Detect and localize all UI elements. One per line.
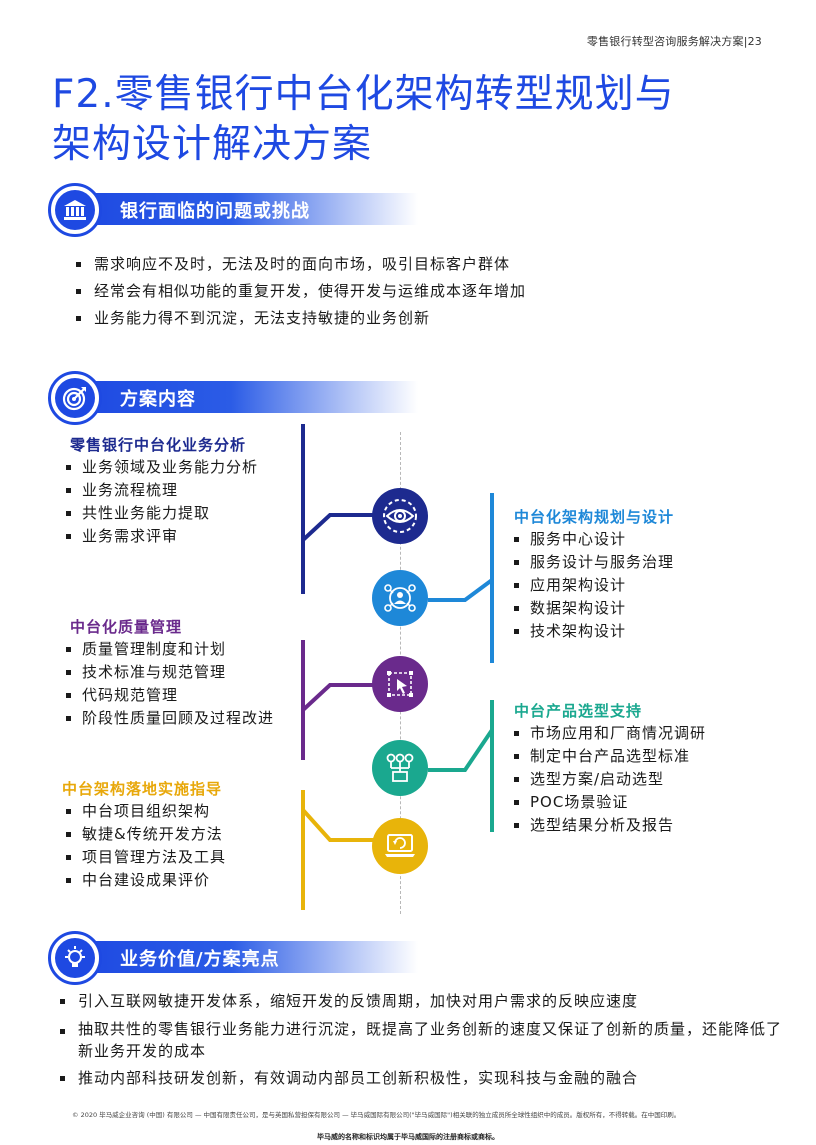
list-item: 应用架构设计 xyxy=(512,574,772,597)
section-title-problems: 银行面临的问题或挑战 xyxy=(120,201,310,222)
page-title: F2.零售银行中台化架构转型规划与 架构设计解决方案 xyxy=(52,70,772,170)
list-item: 抽取共性的零售银行业务能力进行沉淀，既提高了业务创新的速度又保证了创新的质量，还… xyxy=(58,1018,788,1062)
page-title-line-1: F2.零售银行中台化架构转型规划与 xyxy=(52,72,675,117)
connector-teal xyxy=(490,700,494,832)
connector-elbows xyxy=(301,513,494,842)
group-list-business-analysis: 业务领域及业务能力分析 业务流程梳理 共性业务能力提取 业务需求评审 xyxy=(64,456,294,548)
list-item: 业务能力得不到沉淀，无法支持敏捷的业务创新 xyxy=(74,305,774,332)
list-item: POC场景验证 xyxy=(512,791,782,814)
section-banner-problems: 银行面临的问题或挑战 xyxy=(48,183,428,237)
group-title-quality-management: 中台化质量管理 xyxy=(70,618,183,636)
list-item: 阶段性质量回顾及过程改进 xyxy=(64,707,290,730)
list-item: 中台项目组织架构 xyxy=(64,800,294,823)
group-list-product-selection: 市场应用和厂商情况调研 制定中台产品选型标准 选型方案/启动选型 POC场景验证… xyxy=(512,722,782,837)
connector-lightblue xyxy=(490,493,494,663)
connector-yellow xyxy=(301,790,305,910)
group-list-architecture-design: 服务中心设计 服务设计与服务治理 应用架构设计 数据架构设计 技术架构设计 xyxy=(512,528,772,643)
page-title-line-2: 架构设计解决方案 xyxy=(52,122,373,167)
list-item: 选型方案/启动选型 xyxy=(512,768,782,791)
person-network-icon xyxy=(372,570,428,626)
section-title-value: 业务价值/方案亮点 xyxy=(120,949,280,970)
section-banner-solution: 方案内容 xyxy=(48,371,428,425)
problems-list: 需求响应不及时，无法及时的面向市场，吸引目标客户群体 经常会有相似功能的重复开发… xyxy=(74,251,774,332)
cursor-select-icon xyxy=(372,656,428,712)
list-item: 推动内部科技研发创新，有效调动内部员工创新积极性，实现科技与金融的融合 xyxy=(58,1065,788,1092)
connector-purple xyxy=(301,640,305,760)
list-item: 引入互联网敏捷开发体系，缩短开发的反馈周期，加快对用户需求的反映应速度 xyxy=(58,988,788,1015)
list-item: 选型结果分析及报告 xyxy=(512,814,782,837)
list-item: 中台建设成果评价 xyxy=(64,869,294,892)
list-item: 质量管理制度和计划 xyxy=(64,638,290,661)
copyright-note: © 2020 毕马威企业咨询 (中国) 有限公司 — 中国有限责任公司，是与英国… xyxy=(72,1111,681,1119)
list-item: 服务中心设计 xyxy=(512,528,772,551)
eye-gear-icon xyxy=(372,488,428,544)
list-item: 项目管理方法及工具 xyxy=(64,846,294,869)
list-item: 制定中台产品选型标准 xyxy=(512,745,782,768)
section-banner-value: 业务价值/方案亮点 xyxy=(48,931,428,985)
list-item: 数据架构设计 xyxy=(512,597,772,620)
list-item: 代码规范管理 xyxy=(64,684,290,707)
list-item: 业务流程梳理 xyxy=(64,479,294,502)
trademark-note: 毕马威的名称和标识均属于毕马威国际的注册商标或商标。 xyxy=(317,1133,499,1141)
group-title-architecture-design: 中台化架构规划与设计 xyxy=(514,508,675,526)
list-item: 技术标准与规范管理 xyxy=(64,661,290,684)
group-title-business-analysis: 零售银行中台化业务分析 xyxy=(70,436,247,454)
section-title-solution: 方案内容 xyxy=(120,389,196,410)
list-item: 业务领域及业务能力分析 xyxy=(64,456,294,479)
running-header: 零售银行转型咨询服务解决方案|23 xyxy=(586,35,762,48)
group-list-implementation-guidance: 中台项目组织架构 敏捷&传统开发方法 项目管理方法及工具 中台建设成果评价 xyxy=(64,800,294,892)
target-icon xyxy=(55,378,95,418)
group-list-quality-management: 质量管理制度和计划 技术标准与规范管理 代码规范管理 阶段性质量回顾及过程改进 xyxy=(64,638,290,730)
bank-icon xyxy=(55,190,95,230)
network-tree-icon xyxy=(372,740,428,796)
value-list: 引入互联网敏捷开发体系，缩短开发的反馈周期，加快对用户需求的反映应速度 抽取共性… xyxy=(58,988,788,1092)
list-item: 技术架构设计 xyxy=(512,620,772,643)
list-item: 服务设计与服务治理 xyxy=(512,551,772,574)
list-item: 需求响应不及时，无法及时的面向市场，吸引目标客户群体 xyxy=(74,251,774,278)
group-title-implementation-guidance: 中台架构落地实施指导 xyxy=(62,780,223,798)
list-item: 业务需求评审 xyxy=(64,525,294,548)
group-title-product-selection: 中台产品选型支持 xyxy=(514,702,643,720)
list-item: 经常会有相似功能的重复开发，使得开发与运维成本逐年增加 xyxy=(74,278,774,305)
lightbulb-icon xyxy=(55,938,95,978)
list-item: 共性业务能力提取 xyxy=(64,502,294,525)
list-item: 敏捷&传统开发方法 xyxy=(64,823,294,846)
connector-blue xyxy=(301,424,305,594)
list-item: 市场应用和厂商情况调研 xyxy=(512,722,782,745)
laptop-refresh-icon xyxy=(372,818,428,874)
